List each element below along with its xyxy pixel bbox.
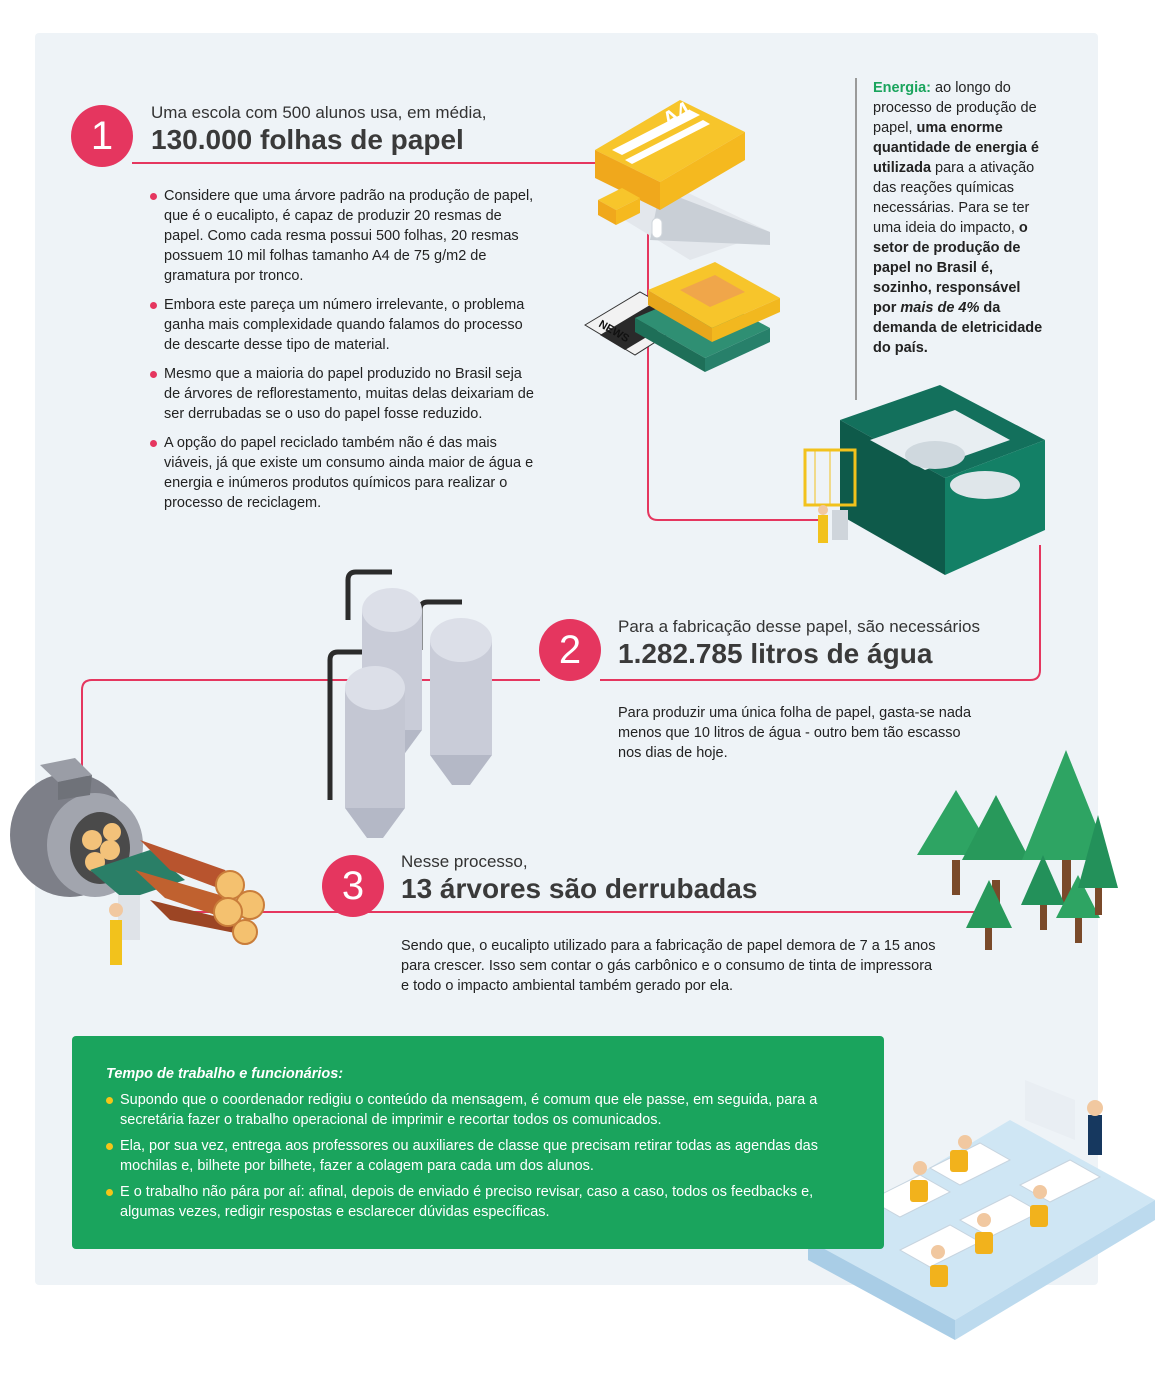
step-1-bullet-list: Considere que uma árvore padrão na produ… bbox=[150, 186, 542, 522]
energy-bold-1: uma enorme quantidade de energia é utili… bbox=[873, 120, 1039, 176]
forest-trees-icon bbox=[917, 750, 1118, 950]
energy-note: Energia: ao longo do processo de produçã… bbox=[873, 78, 1045, 358]
step-1-bullet: Embora este pareça um número irrelevante… bbox=[150, 295, 542, 355]
step-2-badge: 2 bbox=[539, 619, 601, 681]
energy-text-1: ao longo do processo de produção de pape… bbox=[873, 80, 1037, 136]
wood-chipper-icon bbox=[10, 758, 185, 965]
step-2-intro: Para a fabricação desse papel, são neces… bbox=[618, 617, 980, 636]
step-1-bullet: Mesmo que a maioria do papel produzido n… bbox=[150, 364, 542, 424]
a4-paper-ream-icon: A4 PAPER bbox=[595, 96, 770, 260]
work-title: Tempo de trabalho e funcionários: bbox=[106, 1066, 344, 1082]
step-1-headline: 130.000 folhas de papel bbox=[151, 124, 464, 155]
books-newspaper-icon: NEWS bbox=[584, 262, 780, 372]
step-1-bullet: A opção do papel reciclado também não é … bbox=[150, 433, 542, 513]
work-time-box: Tempo de trabalho e funcionários: Supond… bbox=[72, 1036, 884, 1249]
step-3-text: Sendo que, o eucalipto utilizado para a … bbox=[401, 938, 936, 994]
log-pile-icon bbox=[135, 840, 265, 945]
step-1-bullet: Considere que uma árvore padrão na produ… bbox=[150, 186, 542, 286]
flow-connector-lines bbox=[81, 162, 1041, 913]
step-3-headline: 13 árvores são derrubadas bbox=[401, 873, 758, 904]
energy-bold-3: da demanda de eletricidade do país. bbox=[873, 300, 1043, 356]
energy-bold-2: o setor de produção de papel no Brasil é… bbox=[873, 220, 1028, 316]
work-bullet: Supondo que o coordenador redigiu o cont… bbox=[106, 1090, 866, 1130]
paper-machine-icon bbox=[803, 385, 1045, 575]
energy-text-2: para a ativação das reações químicas nec… bbox=[873, 160, 1035, 236]
step-2-headline: 1.282.785 litros de água bbox=[618, 638, 933, 669]
energy-bold-italic: mais de 4% bbox=[900, 300, 980, 316]
work-bullet-list: Supondo que o coordenador redigiu o cont… bbox=[106, 1090, 866, 1228]
step-1-badge: 1 bbox=[71, 105, 133, 167]
silo-tanks bbox=[345, 588, 492, 838]
step-1-intro: Uma escola com 500 alunos usa, em média, bbox=[151, 103, 487, 122]
energy-label: Energia: bbox=[873, 80, 932, 96]
step-3-badge: 3 bbox=[322, 855, 384, 917]
step-3-intro: Nesse processo, bbox=[401, 852, 528, 871]
work-bullet: Ela, por sua vez, entrega aos professore… bbox=[106, 1136, 866, 1176]
energy-divider bbox=[855, 78, 857, 400]
work-bullet: E o trabalho não pára por aí: afinal, de… bbox=[106, 1182, 866, 1222]
step-2-text: Para produzir uma única folha de papel, … bbox=[618, 705, 972, 761]
